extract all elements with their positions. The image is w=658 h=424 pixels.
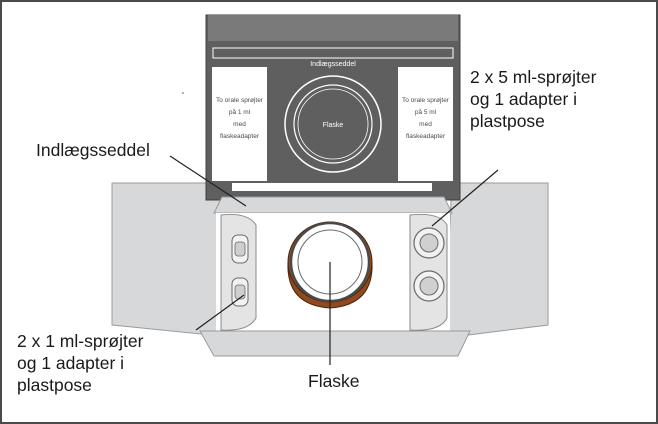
front-flap [199,330,471,357]
label-right-kit: 2 x 5 ml-sprøjter og 1 adapter i plastpo… [470,66,596,132]
lid-left-card-line-1: To orale sprøjter [216,97,264,104]
front-flap-top [213,196,453,214]
label-right-kit-line-2: og 1 adapter i [470,89,578,109]
lid-right-card-line-2: på 5 ml [415,108,437,116]
stray-dot [182,92,184,94]
lid-right-card-line-3: med [419,121,432,128]
lid-circle-label: Flaske [323,122,344,129]
lid-inner-ring-2 [297,88,369,160]
lid-top-strip [208,15,458,41]
left-syringe-pouch [220,214,257,331]
label-right-kit-line-3: plastpose [470,111,545,131]
leader-insert [169,155,247,207]
lid-left-card-line-3: med [233,121,246,128]
lid-fold-band [232,183,432,191]
lid-outer-ring [284,75,382,173]
label-right-kit-line-1: 2 x 5 ml-sprøjter [470,67,597,87]
label-insert: Indlægsseddel [36,140,150,160]
lid-heading-box [212,47,454,59]
lid-heading: Indlægsseddel [310,61,356,68]
right-syringe-pouch [409,214,448,331]
lid-left-card [212,67,267,181]
lid-inner-ring [293,84,373,164]
label-left-kit-line-3: plastpose [17,375,92,395]
lid-left-card-line-2: på 1 ml [229,108,251,116]
leader-right-kit [431,169,499,227]
right-flap [443,182,549,339]
leader-left-kit [195,294,245,331]
label-bottle: Flaske [308,371,360,391]
lid-right-card-line-4: flaskeadapter [406,133,446,140]
lid-right-card-line-1: To orale sprøjter [402,97,450,104]
lid-right-card [398,67,453,181]
label-left-kit-line-1: 2 x 1 ml-sprøjter [17,331,144,351]
lid-left-card-line-4: flaskeadapter [220,133,260,140]
label-left-kit: 2 x 1 ml-sprøjter og 1 adapter i plastpo… [17,330,143,396]
label-left-kit-line-2: og 1 adapter i [17,353,125,373]
